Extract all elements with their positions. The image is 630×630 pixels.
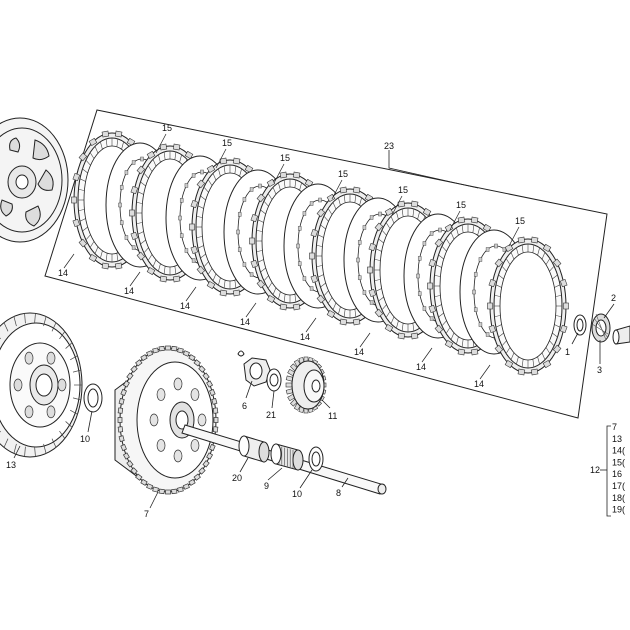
needle-bearing xyxy=(591,313,611,343)
callout-friction-disc: 15 xyxy=(515,216,525,226)
callout-3: 3 xyxy=(597,365,602,375)
clutch-disc-stack xyxy=(71,130,569,376)
callout-2: 2 xyxy=(611,293,616,303)
callout-steel-disc: 14 xyxy=(416,362,426,372)
inner-clutch-hub xyxy=(114,345,219,495)
clutch-basket xyxy=(0,312,83,458)
callout-friction-disc: 15 xyxy=(398,185,408,195)
leader-lines xyxy=(13,150,615,517)
pushrod-end xyxy=(612,325,630,345)
callout-8: 8 xyxy=(336,488,341,498)
callout-friction-disc: 15 xyxy=(456,200,466,210)
disc-pack-frame xyxy=(44,109,608,419)
callout-23: 23 xyxy=(384,141,394,151)
callout-steel-disc: 14 xyxy=(180,301,190,311)
nut xyxy=(237,350,271,387)
callout-11: 11 xyxy=(328,411,337,421)
gear-11 xyxy=(285,356,327,414)
bushing xyxy=(238,435,270,463)
disc-callout-labels: 15 15 15 15 15 15 15 14 14 14 14 14 14 14 14 xyxy=(58,123,525,389)
legend-item: 17( xyxy=(612,481,625,491)
washer-21 xyxy=(266,368,282,392)
callout-10-right: 10 xyxy=(292,489,302,499)
callout-7: 7 xyxy=(144,509,149,519)
legend-item: 14( xyxy=(612,446,625,456)
callout-1: 1 xyxy=(565,347,570,357)
callout-friction-disc: 15 xyxy=(222,138,232,148)
legend-item: 7 xyxy=(612,422,617,432)
callout-20: 20 xyxy=(232,473,242,483)
legend-item: 16 xyxy=(612,469,622,479)
callout-steel-disc: 14 xyxy=(354,347,364,357)
callout-labels: 23 1 2 3 6 21 11 20 9 10 8 10 13 7 12 xyxy=(6,141,616,519)
callout-steel-disc: 14 xyxy=(58,268,68,278)
callout-9: 9 xyxy=(264,481,269,491)
legend-item: 13 xyxy=(612,434,622,444)
callout-13: 13 xyxy=(6,460,16,470)
legend-item: 18( xyxy=(612,493,625,503)
pressure-plate xyxy=(0,117,69,243)
callout-friction-disc: 15 xyxy=(338,169,348,179)
needle-bearing-9 xyxy=(270,443,304,471)
callout-friction-disc: 15 xyxy=(280,153,290,163)
washer-right xyxy=(308,446,324,472)
callout-12: 12 xyxy=(590,465,600,475)
callout-21: 21 xyxy=(266,410,276,420)
legend-item: 19( xyxy=(612,505,625,515)
callout-steel-disc: 14 xyxy=(300,332,310,342)
thrust-washer xyxy=(573,314,587,336)
legend-item: 15( xyxy=(612,457,625,467)
steel-disc xyxy=(487,236,569,376)
washer-left xyxy=(83,383,103,413)
callout-friction-disc: 15 xyxy=(162,123,172,133)
callout-steel-disc: 14 xyxy=(124,286,134,296)
parts-legend: 7 13 14(15( 16 17( 18( 19( xyxy=(612,422,625,515)
callout-6: 6 xyxy=(242,401,247,411)
callout-steel-disc: 14 xyxy=(240,317,250,327)
callout-steel-disc: 14 xyxy=(474,379,484,389)
callout-10-left: 10 xyxy=(80,434,90,444)
